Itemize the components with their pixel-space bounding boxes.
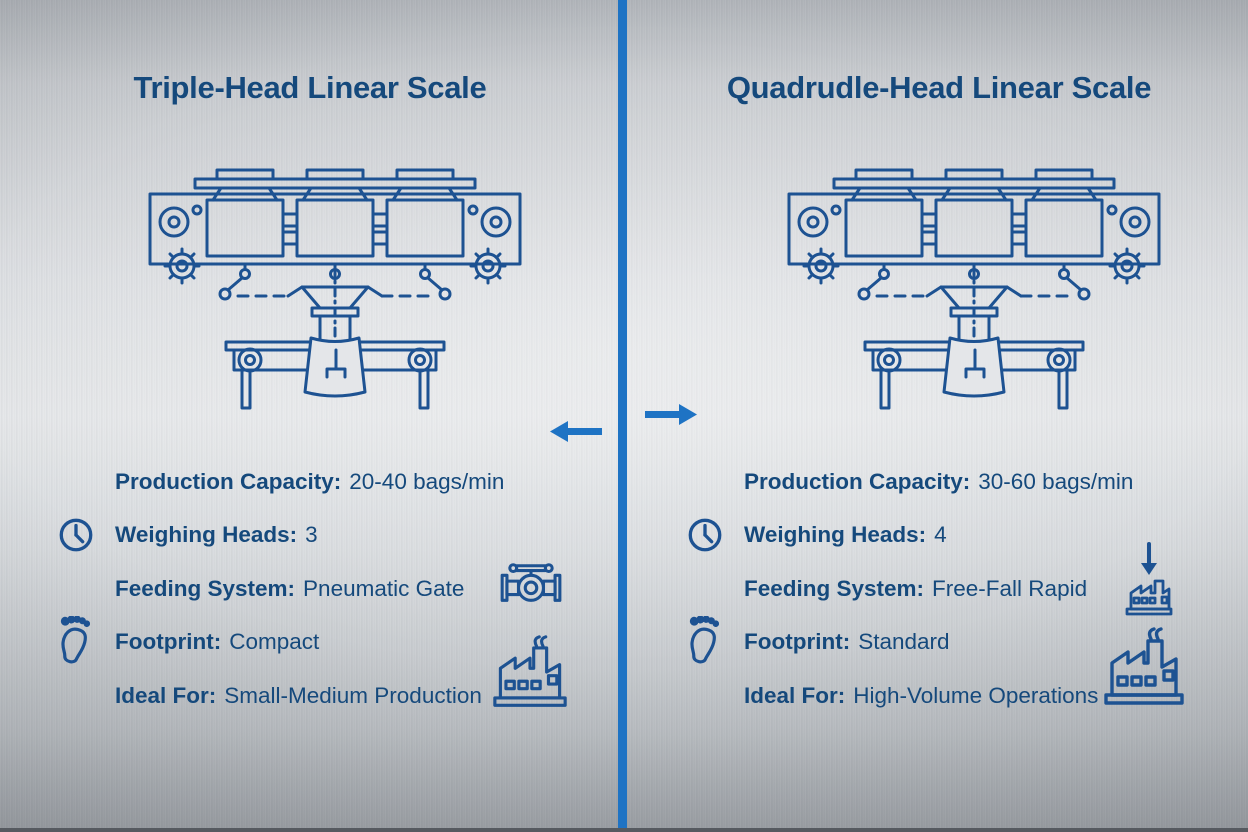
spec-value: 20-40 bags/min xyxy=(349,468,505,494)
arrow-left-icon xyxy=(550,417,602,445)
spec-row-ideal-for: Ideal For: High-Volume Operations xyxy=(629,669,1248,723)
spec-label: Weighing Heads: xyxy=(744,522,927,548)
spec-row-feeding-system: Feeding System: Pneumatic Gate xyxy=(0,562,620,616)
spec-label: Weighing Heads: xyxy=(115,522,298,548)
spec-list: Production Capacity: 30-60 bags/min Weig… xyxy=(629,455,1248,745)
spec-list: Production Capacity: 20-40 bags/min Weig… xyxy=(0,455,620,745)
spec-value: 30-60 bags/min xyxy=(978,468,1134,494)
spec-value: Standard xyxy=(858,629,950,655)
spec-label: Feeding System: xyxy=(115,575,296,601)
page-title: Quadrudle-Head Linear Scale xyxy=(726,70,1152,105)
free-fall-icon xyxy=(1117,541,1181,617)
spec-row-production-capacity: Production Capacity: 20-40 bags/min xyxy=(0,455,620,509)
valve-icon xyxy=(500,559,562,609)
triple-head-weigher-machine-illustration xyxy=(140,166,530,418)
spec-label: Footprint: xyxy=(115,629,222,655)
spec-label: Ideal For: xyxy=(744,682,846,708)
spec-value: Pneumatic Gate xyxy=(303,575,465,601)
spec-label: Production Capacity: xyxy=(115,468,342,494)
spec-label: Feeding System: xyxy=(744,575,925,601)
spec-row-feeding-system: Feeding System: Free-Fall Rapid xyxy=(629,562,1248,616)
page-title: Triple-Head Linear Scale xyxy=(133,70,487,105)
footprint-icon xyxy=(52,616,96,668)
spec-value: 3 xyxy=(305,522,318,548)
spec-row-weighing-heads: Weighing Heads: 3 xyxy=(0,509,620,563)
center-divider xyxy=(618,0,627,832)
spec-value: Free-Fall Rapid xyxy=(932,575,1088,601)
bottom-edge-shadow xyxy=(0,828,1248,832)
clock-icon xyxy=(57,516,95,554)
spec-value: Compact xyxy=(229,629,320,655)
panel-triple-head: Triple-Head Linear Scale Production Capa… xyxy=(0,0,620,832)
quadruple-head-weigher-machine-illustration xyxy=(779,166,1169,418)
spec-row-ideal-for: Ideal For: Small-Medium Production xyxy=(0,669,620,723)
spec-value: High-Volume Operations xyxy=(853,682,1099,708)
spec-value: Small-Medium Production xyxy=(224,682,482,708)
panel-quadruple-head: Quadrudle-Head Linear Scale Production C… xyxy=(629,0,1248,832)
factory-icon xyxy=(1102,627,1186,707)
spec-label: Ideal For: xyxy=(115,682,217,708)
clock-icon xyxy=(686,516,724,554)
factory-icon xyxy=(491,635,569,709)
spec-label: Footprint: xyxy=(744,629,851,655)
spec-row-footprint: Footprint: Standard xyxy=(629,616,1248,670)
spec-label: Production Capacity: xyxy=(744,468,971,494)
spec-row-production-capacity: Production Capacity: 30-60 bags/min xyxy=(629,455,1248,509)
footprint-icon xyxy=(681,616,725,668)
spec-row-weighing-heads: Weighing Heads: 4 xyxy=(629,509,1248,563)
spec-value: 4 xyxy=(934,522,947,548)
spec-row-footprint: Footprint: Compact xyxy=(0,616,620,670)
